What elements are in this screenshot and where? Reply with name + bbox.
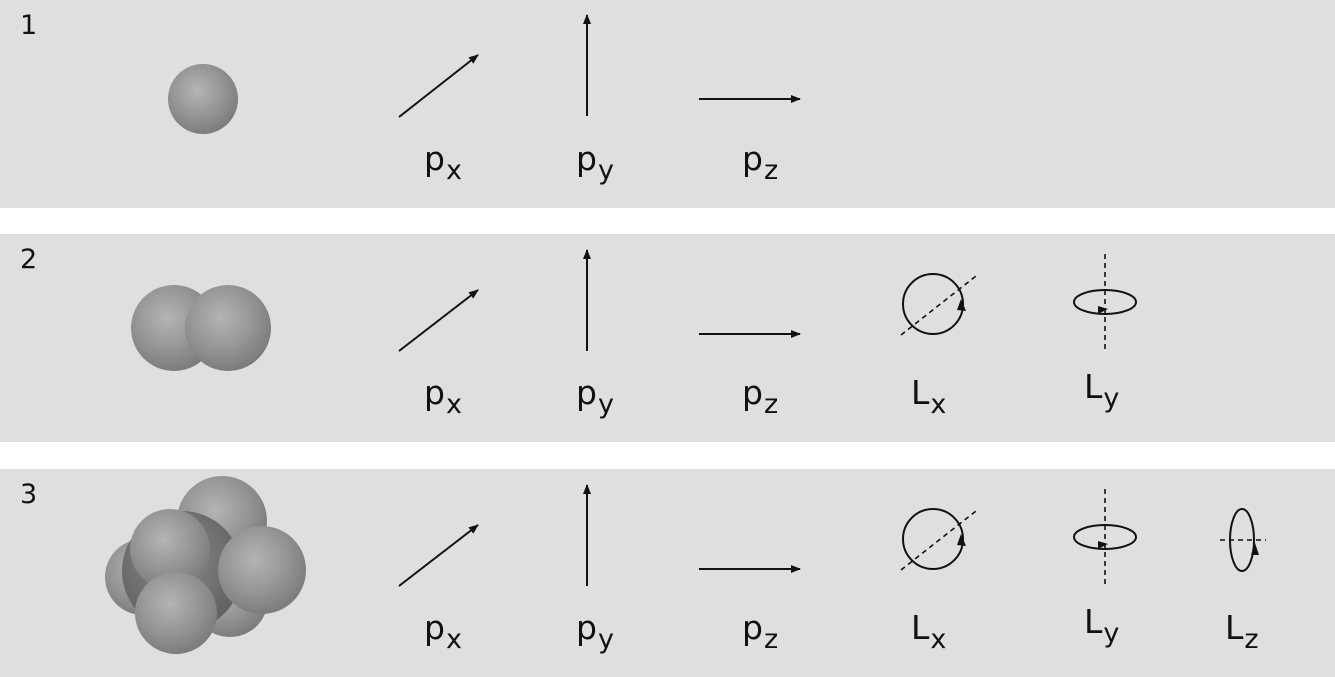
label-py: py xyxy=(576,373,614,420)
label-pz: pz xyxy=(742,608,779,655)
row-2-panel: 2 px py pz Lx Ly xyxy=(0,234,1335,442)
label-px: px xyxy=(424,608,462,655)
ly-rotation-icon xyxy=(1073,489,1137,585)
label-pz: pz xyxy=(742,373,779,420)
label-px: px xyxy=(424,139,462,186)
row-number: 1 xyxy=(20,10,38,41)
row-number: 3 xyxy=(20,479,38,510)
lx-rotation-icon xyxy=(900,508,977,571)
row-number: 2 xyxy=(20,244,38,275)
px-arrow xyxy=(398,54,479,118)
row-2-diagram xyxy=(131,249,1137,371)
lz-rotation-icon xyxy=(1220,508,1266,572)
px-arrow xyxy=(398,289,479,352)
label-lx: Lx xyxy=(911,608,947,655)
diatomic-molecule xyxy=(131,285,271,371)
ly-rotation-icon xyxy=(1073,254,1137,350)
row-3-panel: 3 px py pz Lx Ly xyxy=(0,469,1335,677)
lx-rotation-icon xyxy=(900,273,977,336)
label-lx: Lx xyxy=(911,373,947,420)
row-3-diagram xyxy=(105,476,1266,654)
label-lz: Lz xyxy=(1225,608,1259,655)
row-1-panel: 1 px py pz xyxy=(0,0,1335,208)
px-arrow xyxy=(398,524,479,587)
polyatomic-molecule xyxy=(105,476,306,654)
label-px: px xyxy=(424,373,462,420)
label-pz: pz xyxy=(742,139,779,186)
label-py: py xyxy=(576,608,614,655)
row-1-diagram xyxy=(168,14,801,134)
label-ly: Ly xyxy=(1084,602,1120,649)
label-ly: Ly xyxy=(1084,367,1120,414)
monatomic-molecule xyxy=(168,64,238,134)
label-py: py xyxy=(576,139,614,186)
